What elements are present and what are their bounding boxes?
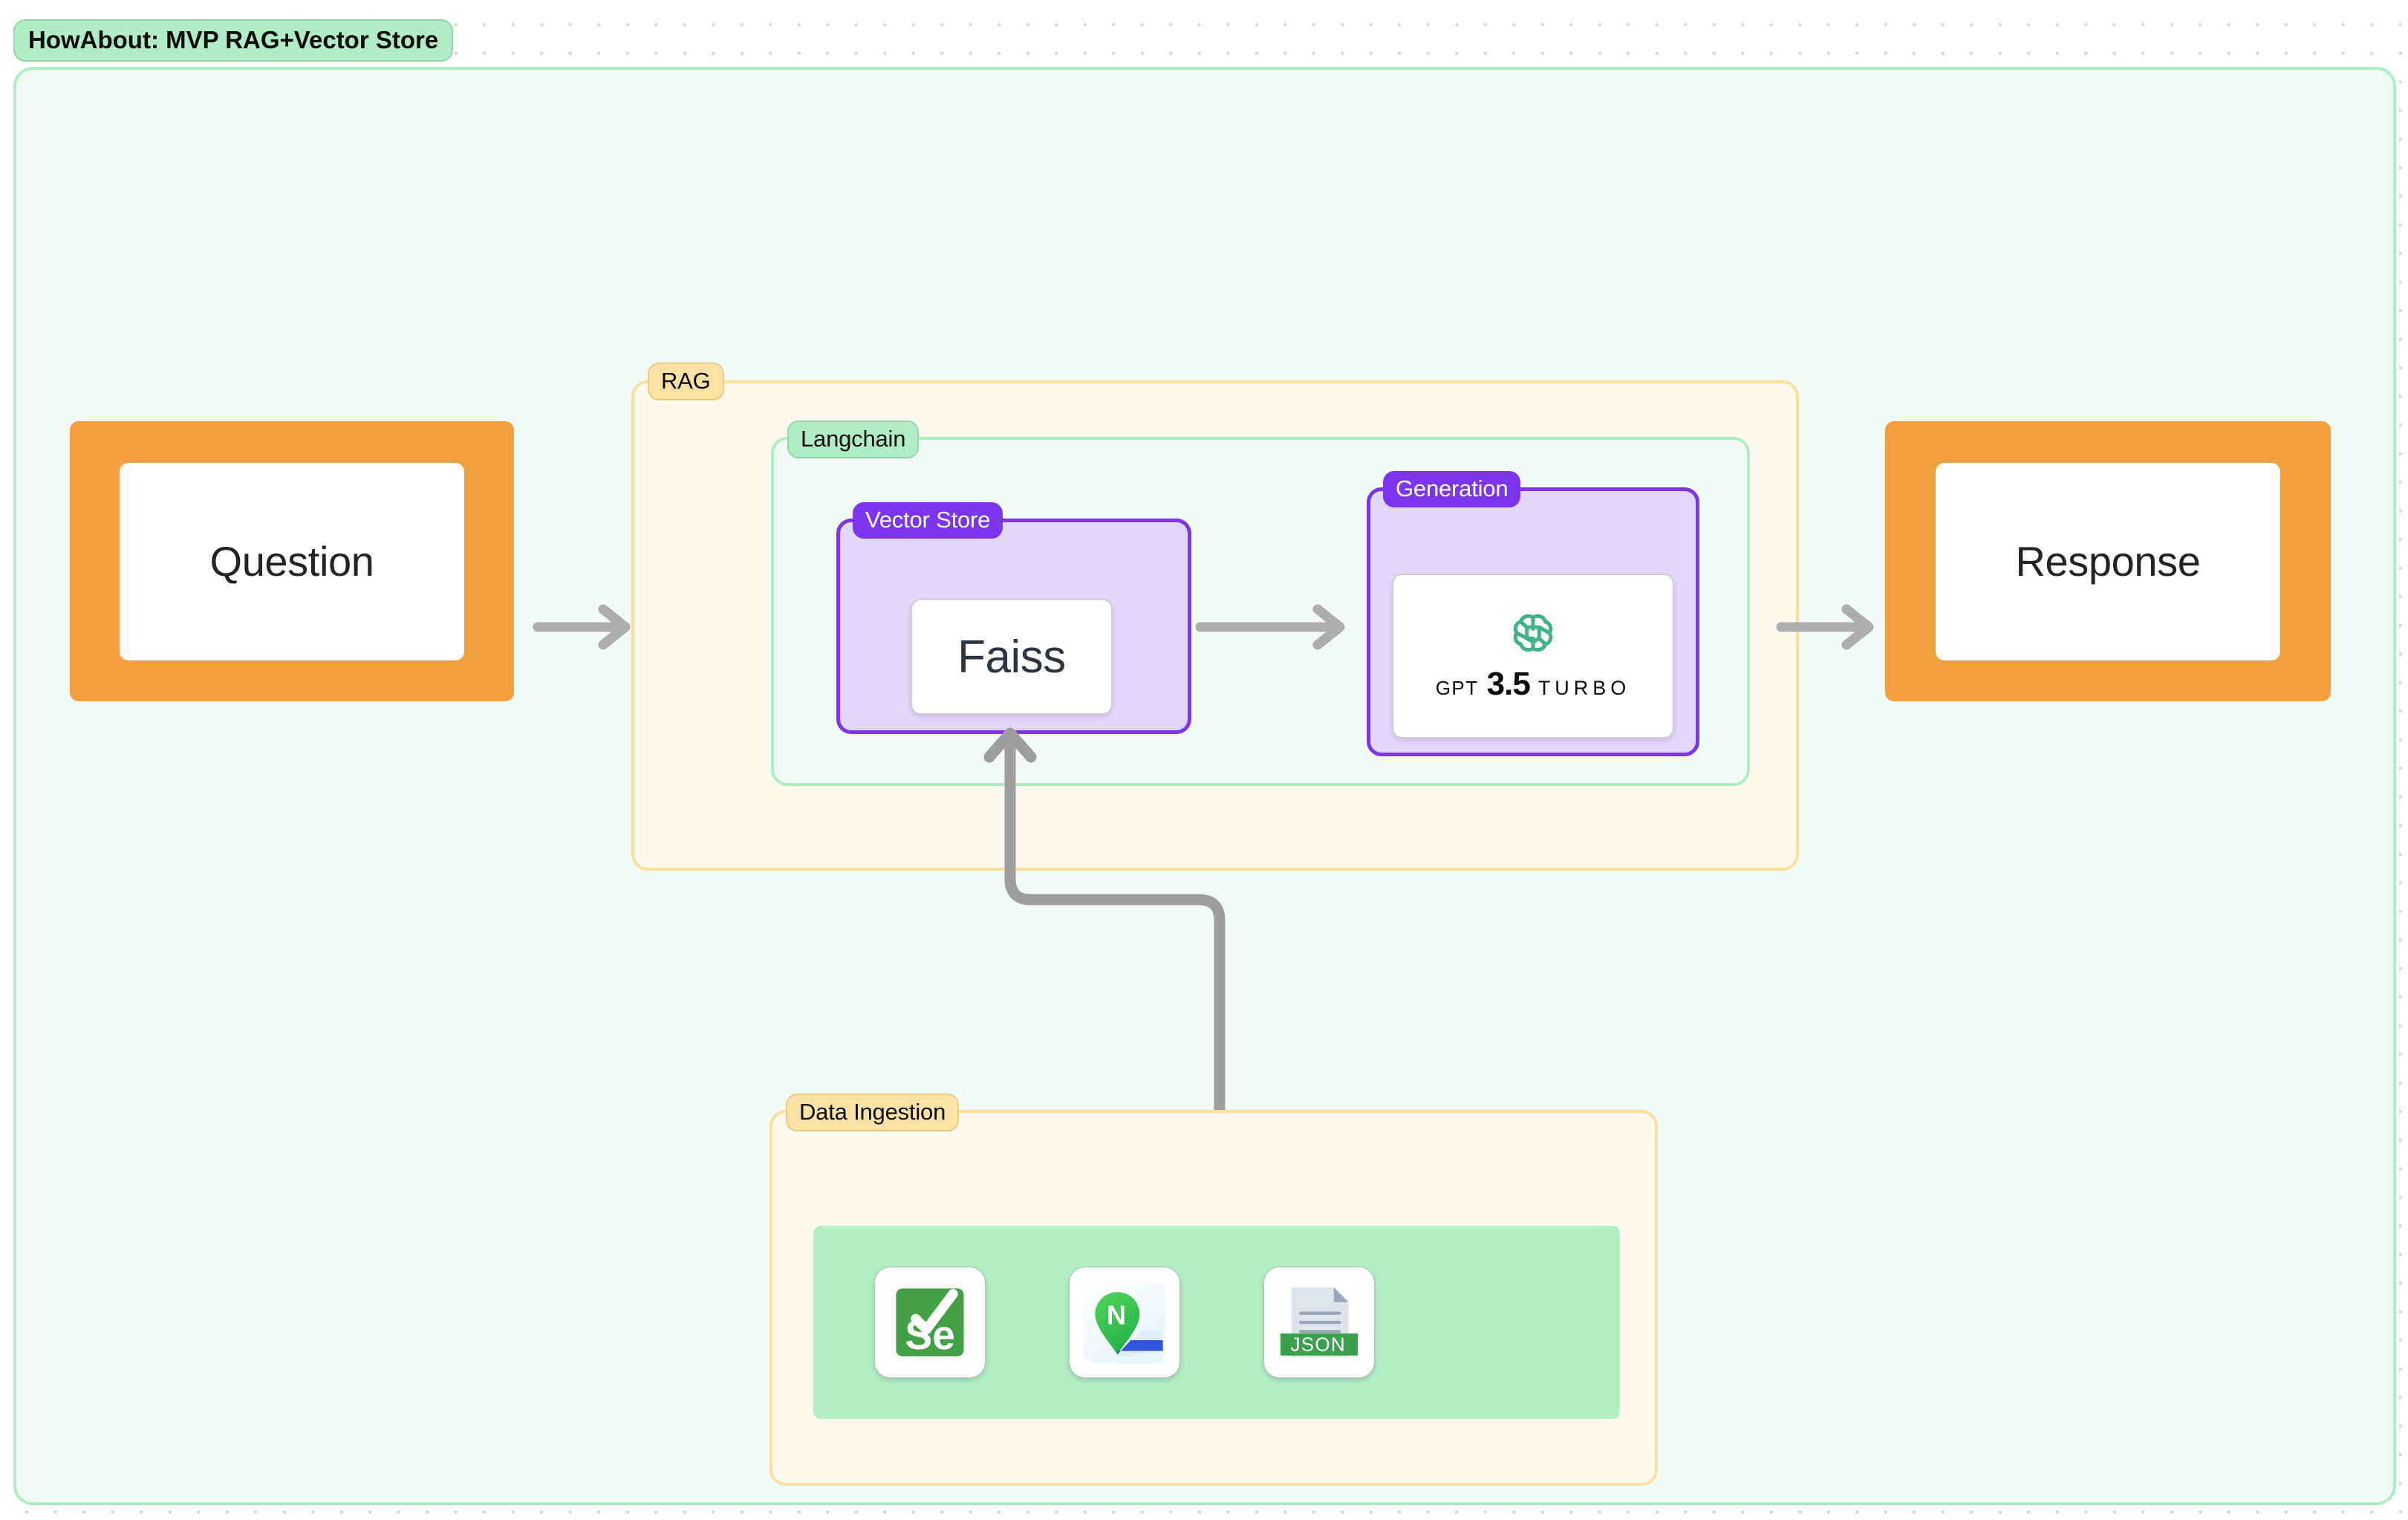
source-selenium[interactable]: Se [874, 1267, 986, 1378]
group-vector-store-label: Vector Store [853, 502, 1003, 539]
group-data-ingestion-label: Data Ingestion [786, 1094, 960, 1131]
gpt-version: 3.5 [1486, 666, 1531, 702]
node-response-label: Response [1936, 462, 2280, 660]
edge-generation-to-response [1776, 604, 1874, 650]
node-question[interactable]: Question [70, 421, 514, 701]
node-question-label: Question [120, 462, 464, 660]
svg-text:Se: Se [905, 1312, 955, 1358]
json-file-icon: JSON [1276, 1279, 1362, 1365]
openai-logo-icon [1513, 614, 1553, 652]
svg-text:N: N [1107, 1299, 1126, 1330]
ingestion-sources-panel: Se [813, 1226, 1620, 1419]
edge-question-to-rag [533, 604, 631, 650]
node-faiss[interactable]: Faiss [911, 599, 1113, 715]
selenium-icon: Se [888, 1281, 972, 1364]
node-faiss-label: Faiss [957, 631, 1066, 683]
gpt-prefix: GPT [1435, 677, 1479, 699]
root-group: HowAbout: MVP RAG+Vector Store Question … [13, 19, 2396, 1505]
node-response[interactable]: Response [1885, 421, 2331, 701]
edge-vectorstore-to-generation [1195, 604, 1345, 650]
gpt-wordmark: GPT 3.5 TURBO [1436, 666, 1631, 703]
group-langchain-label: Langchain [787, 420, 920, 458]
group-rag-label: RAG [648, 363, 724, 400]
group-data-ingestion: Data Ingestion Se [769, 1094, 1658, 1486]
gpt-suffix: TURBO [1537, 677, 1631, 699]
diagram-title: HowAbout: MVP RAG+Vector Store [13, 19, 454, 62]
svg-text:JSON: JSON [1291, 1333, 1346, 1355]
node-gpt-3-5-turbo[interactable]: GPT 3.5 TURBO [1392, 574, 1674, 738]
source-naver-map[interactable]: N [1069, 1267, 1180, 1378]
edge-ingestion-to-faiss [983, 727, 1226, 1124]
group-generation-label: Generation [1383, 471, 1521, 507]
naver-map-icon: N [1083, 1281, 1166, 1364]
source-json-file[interactable]: JSON [1263, 1267, 1375, 1378]
